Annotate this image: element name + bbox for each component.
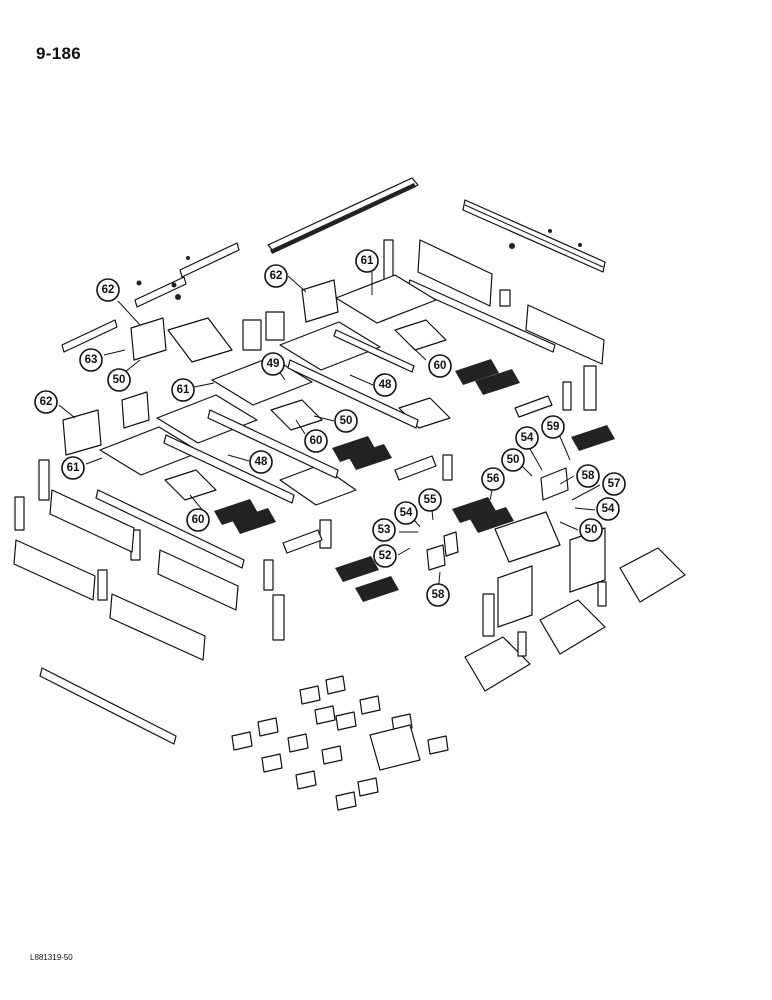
callout-label: 49 xyxy=(267,358,280,370)
callout-label: 61 xyxy=(361,255,374,267)
callout-52: 52 xyxy=(373,544,397,568)
callout-55: 55 xyxy=(418,488,442,512)
callout-label: 62 xyxy=(270,270,283,282)
callout-49: 49 xyxy=(261,352,285,376)
callout-60-top: 60 xyxy=(428,354,452,378)
upper-left-brackets xyxy=(61,242,240,353)
callout-58-upper: 58 xyxy=(576,464,600,488)
callout-label: 60 xyxy=(310,435,323,447)
callout-label: 50 xyxy=(113,374,126,386)
callout-label: 61 xyxy=(67,462,80,474)
top-rail xyxy=(267,177,419,254)
callout-label: 50 xyxy=(340,415,353,427)
callout-label: 50 xyxy=(507,454,520,466)
callout-50-mid: 50 xyxy=(334,409,358,433)
callout-60-lower: 60 xyxy=(186,508,210,532)
callout-label: 54 xyxy=(521,432,534,444)
callout-53: 53 xyxy=(372,518,396,542)
callout-62-lower: 62 xyxy=(34,390,58,414)
callout-63: 63 xyxy=(79,348,103,372)
posts xyxy=(14,239,597,641)
callout-58-lower: 58 xyxy=(426,583,450,607)
callout-label: 52 xyxy=(379,550,392,562)
step-assemblies xyxy=(167,289,569,571)
callout-label: 48 xyxy=(255,456,268,468)
callout-label: 55 xyxy=(424,494,437,506)
callout-56: 56 xyxy=(481,467,505,491)
callout-48-lower: 48 xyxy=(249,450,273,474)
callout-label: 60 xyxy=(434,360,447,372)
callout-label: 54 xyxy=(602,503,615,515)
side-rails xyxy=(13,329,419,745)
right-top-rail xyxy=(462,199,606,273)
callout-label: 53 xyxy=(378,524,391,536)
callout-54-upper: 54 xyxy=(515,426,539,450)
callout-61-mid: 61 xyxy=(171,378,195,402)
callout-54-mid: 54 xyxy=(394,501,418,525)
grates xyxy=(214,359,615,602)
callout-label: 57 xyxy=(608,478,621,490)
callout-61-lower: 61 xyxy=(61,456,85,480)
callout-label: 48 xyxy=(379,379,392,391)
callout-label: 56 xyxy=(487,473,500,485)
middle-rail xyxy=(407,239,605,365)
cover-plates xyxy=(62,279,339,456)
callout-62-left: 62 xyxy=(96,278,120,302)
hoppers xyxy=(464,527,686,692)
callout-label: 54 xyxy=(400,507,413,519)
callout-label: 50 xyxy=(585,524,598,536)
callout-50-left: 50 xyxy=(107,368,131,392)
callout-label: 62 xyxy=(40,396,53,408)
callout-60-mid: 60 xyxy=(304,429,328,453)
callout-62-top: 62 xyxy=(264,264,288,288)
callout-label: 62 xyxy=(102,284,115,296)
callout-59: 59 xyxy=(541,415,565,439)
callout-54-right: 54 xyxy=(596,497,620,521)
callout-label: 59 xyxy=(547,421,560,433)
callout-label: 61 xyxy=(177,384,190,396)
callout-50-lower-right: 50 xyxy=(579,518,603,542)
drawing-id: L881319-50 xyxy=(30,953,73,962)
leader-lines xyxy=(58,272,601,594)
callout-label: 60 xyxy=(192,514,205,526)
shield-plates xyxy=(231,675,449,811)
page-number: 9-186 xyxy=(36,44,81,63)
callout-label: 58 xyxy=(432,589,445,601)
callout-label: 58 xyxy=(582,470,595,482)
callout-label: 63 xyxy=(85,354,98,366)
callout-48-top: 48 xyxy=(373,373,397,397)
callout-50-right: 50 xyxy=(501,448,525,472)
callout-61-top: 61 xyxy=(355,249,379,273)
callout-57: 57 xyxy=(602,472,626,496)
